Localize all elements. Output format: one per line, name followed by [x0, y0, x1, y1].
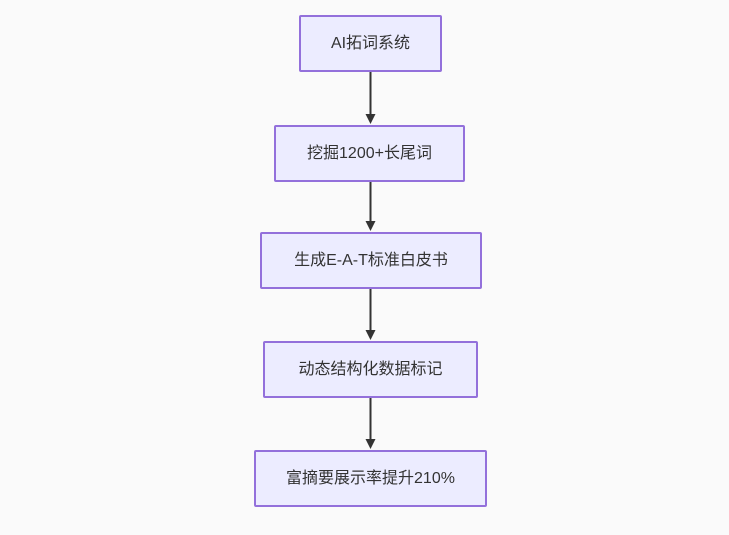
flow-node-label: 富摘要展示率提升210% — [286, 469, 455, 487]
flow-node-generate-eat-whitepaper: 生成E-A-T标准白皮书 — [260, 232, 482, 289]
flow-arrow — [365, 289, 376, 340]
flow-node-label: AI拓词系统 — [330, 34, 411, 52]
flow-node-label: 动态结构化数据标记 — [298, 360, 443, 378]
flow-arrow — [365, 72, 376, 124]
flow-node-rich-snippet-uplift: 富摘要展示率提升210% — [254, 450, 487, 507]
flow-node-mine-longtail-keywords: 挖掘1200+长尾词 — [274, 125, 465, 182]
flow-arrow — [365, 398, 376, 449]
flow-node-label: 挖掘1200+长尾词 — [307, 144, 432, 162]
flow-node-label: 生成E-A-T标准白皮书 — [294, 251, 448, 269]
flow-node-ai-keyword-system: AI拓词系统 — [299, 15, 442, 72]
flow-node-dynamic-structured-data: 动态结构化数据标记 — [263, 341, 478, 398]
flow-arrow — [365, 182, 376, 231]
